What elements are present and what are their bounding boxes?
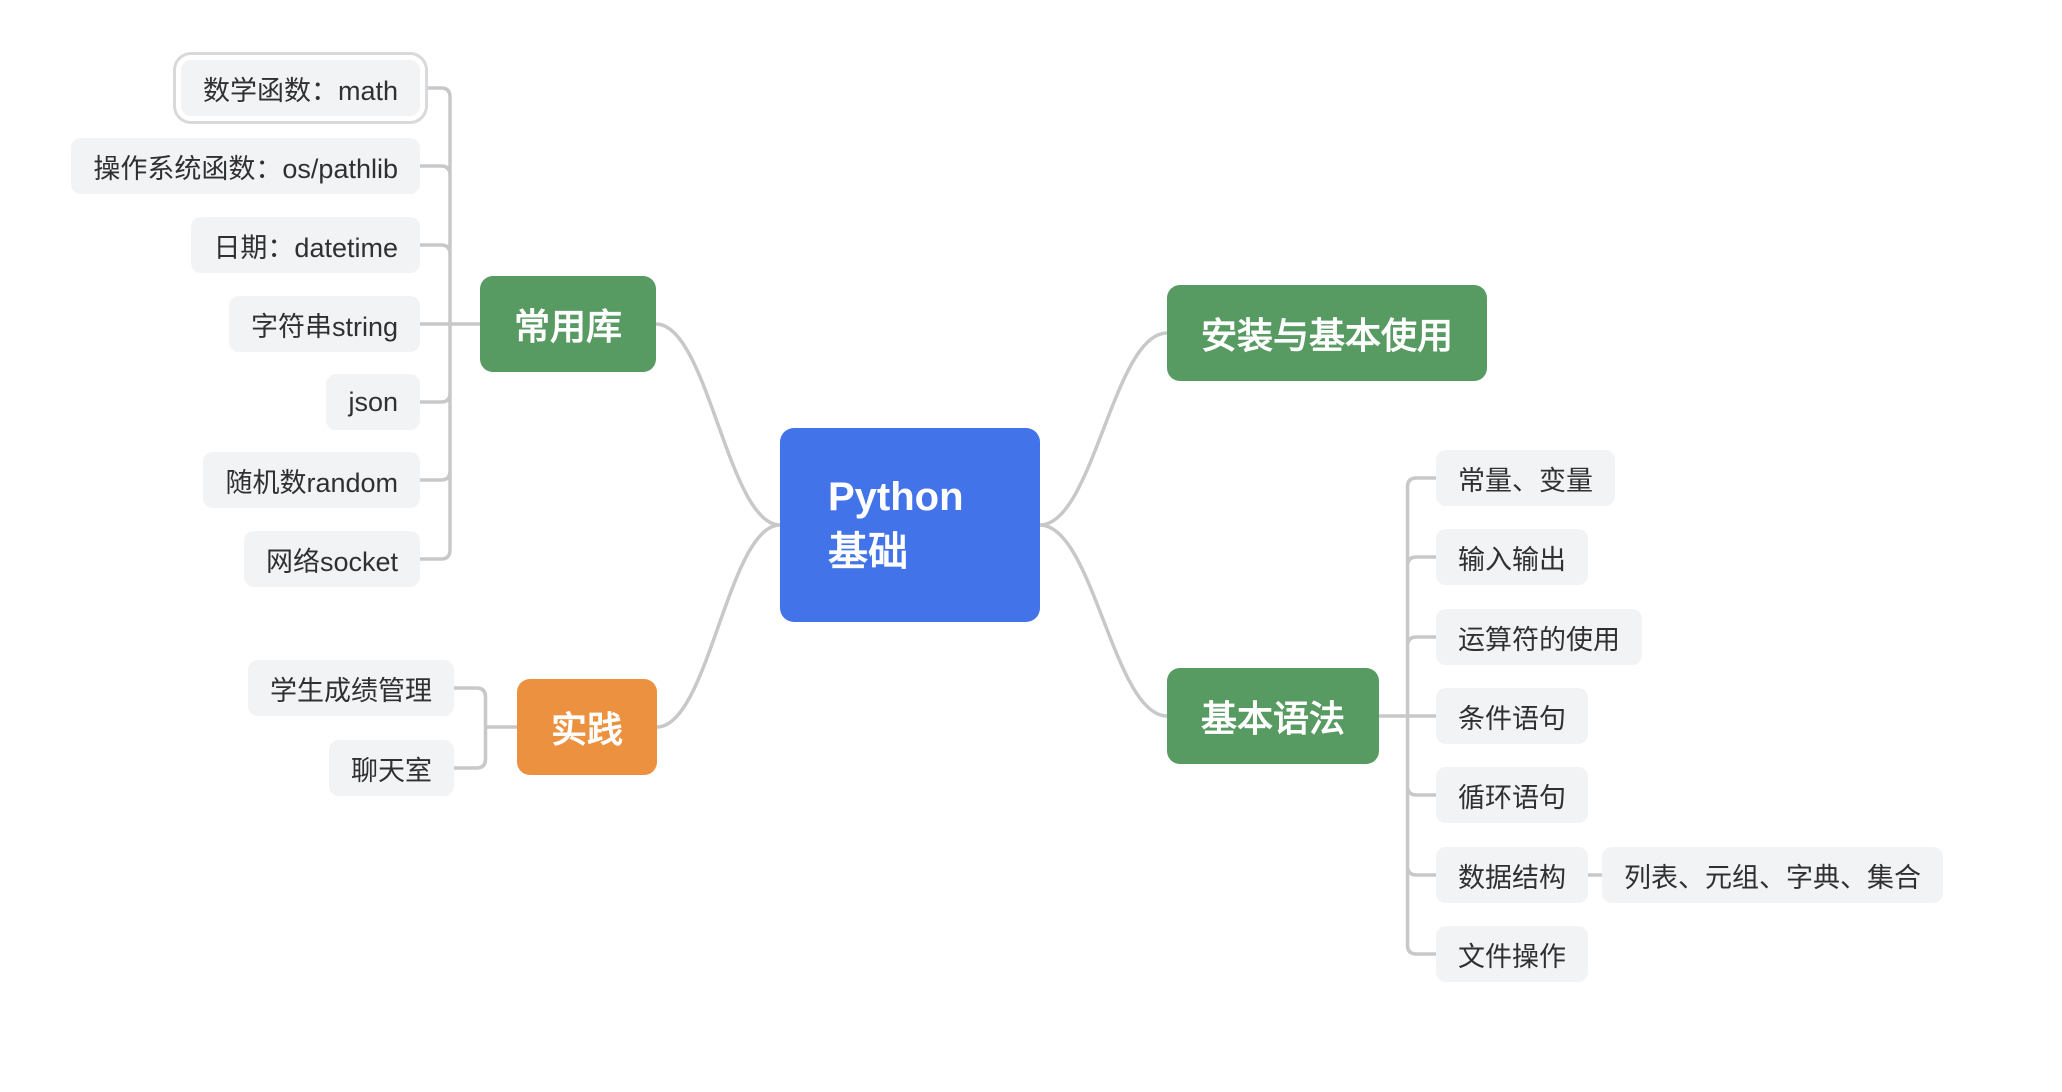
root-label-line1: Python — [828, 475, 964, 519]
leaf-label: 操作系统函数：os/pathlib — [93, 153, 398, 184]
leaf-node-chatroom[interactable]: 聊天室 — [329, 740, 454, 796]
branch-label: 实践 — [551, 709, 624, 750]
leaf-label: json — [348, 386, 398, 417]
leaf-label: 网络socket — [265, 546, 398, 577]
branch-node-basic-syntax[interactable]: 基本语法 — [1167, 668, 1380, 764]
leaf-label: 常量、变量 — [1458, 465, 1593, 496]
leaf-node-loops[interactable]: 循环语句 — [1436, 767, 1588, 823]
branch-label: 基本语法 — [1201, 698, 1346, 739]
leaf-label: 日期：datetime — [213, 232, 398, 263]
root-label-line2: 基础 — [828, 530, 908, 574]
leaf-node-socket[interactable]: 网络socket — [243, 531, 420, 587]
branch-node-common-libs[interactable]: 常用库 — [480, 276, 657, 372]
leaf-label: 文件操作 — [1458, 941, 1566, 972]
leaf-label: 字符串string — [250, 311, 398, 342]
leaf-node-datetime[interactable]: 日期：datetime — [191, 217, 420, 273]
branch-node-practice[interactable]: 实践 — [517, 679, 658, 775]
leaf-node-input-output[interactable]: 输入输出 — [1436, 529, 1588, 585]
leaf-node-data-structures[interactable]: 数据结构 — [1436, 847, 1588, 903]
leaf-node-list-tuple-dict-set[interactable]: 列表、元组、字典、集合 — [1602, 847, 1943, 903]
leaf-label: 循环语句 — [1458, 782, 1566, 813]
leaf-label: 条件语句 — [1458, 703, 1566, 734]
leaf-node-os-pathlib[interactable]: 操作系统函数：os/pathlib — [71, 138, 420, 194]
root-node-python-basics[interactable]: Python 基础 — [780, 428, 1040, 622]
leaf-node-json[interactable]: json — [326, 374, 420, 430]
leaf-label: 列表、元组、字典、集合 — [1624, 862, 1921, 893]
leaf-label: 聊天室 — [351, 755, 432, 786]
leaf-label: 随机数random — [225, 467, 398, 498]
leaf-node-conditionals[interactable]: 条件语句 — [1436, 688, 1588, 744]
leaf-node-random[interactable]: 随机数random — [203, 452, 420, 508]
leaf-node-constants-variables[interactable]: 常量、变量 — [1436, 450, 1615, 506]
leaf-node-math[interactable]: 数学函数：math — [180, 60, 420, 116]
leaf-label: 数学函数：math — [202, 75, 398, 106]
branch-label: 安装与基本使用 — [1201, 315, 1454, 356]
leaf-label: 输入输出 — [1458, 544, 1566, 575]
leaf-node-student-grades[interactable]: 学生成绩管理 — [248, 660, 454, 716]
leaf-label: 数据结构 — [1458, 862, 1566, 893]
branch-label: 常用库 — [514, 306, 623, 347]
leaf-label: 学生成绩管理 — [270, 675, 432, 706]
leaf-node-operators[interactable]: 运算符的使用 — [1436, 609, 1642, 665]
leaf-node-file-operations[interactable]: 文件操作 — [1436, 926, 1588, 982]
branch-node-install-basic-usage[interactable]: 安装与基本使用 — [1167, 285, 1488, 381]
leaf-node-string[interactable]: 字符串string — [228, 296, 420, 352]
leaf-label: 运算符的使用 — [1458, 624, 1620, 655]
